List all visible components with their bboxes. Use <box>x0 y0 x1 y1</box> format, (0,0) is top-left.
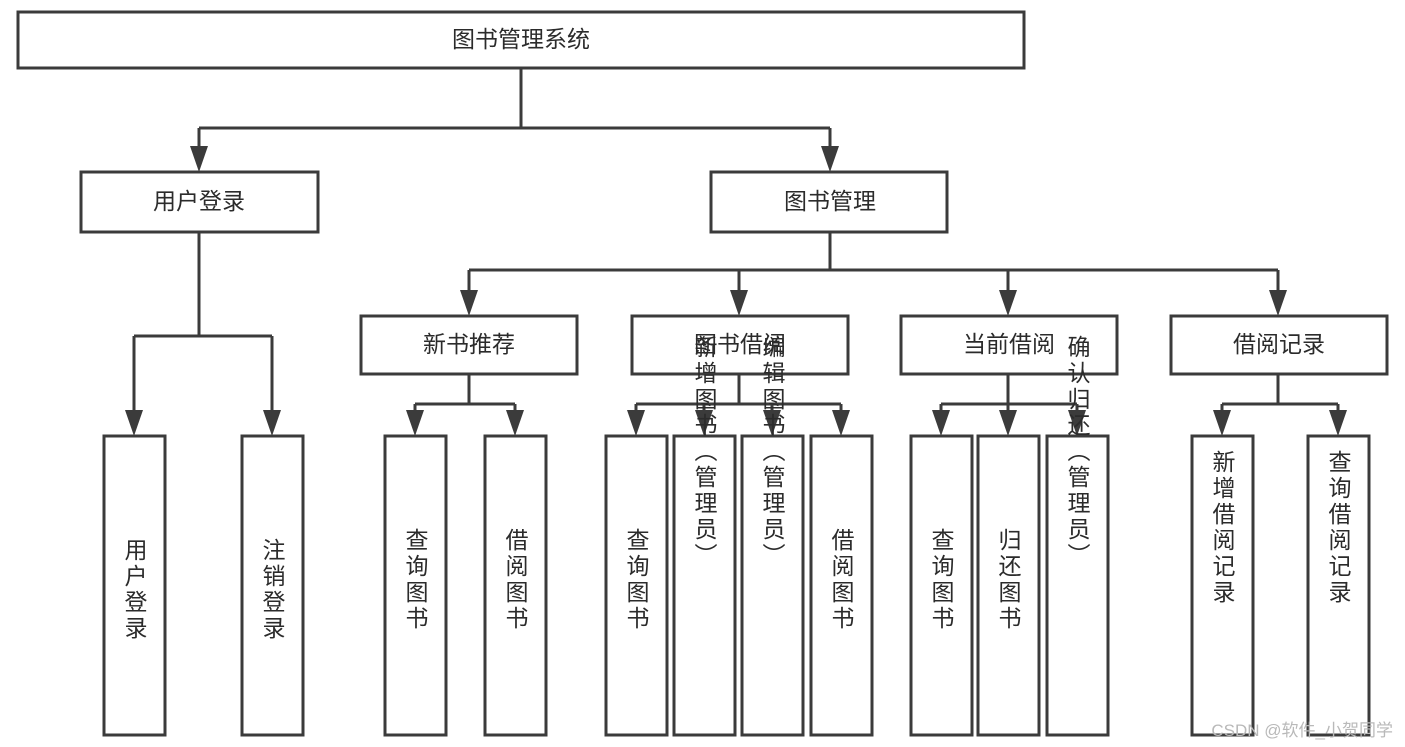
leaf-user-login-logout-label: 注销登录 <box>259 538 286 642</box>
arrow-bookmgmt-c3-icon <box>999 290 1017 316</box>
leaf-record-add-box[interactable] <box>1190 434 1255 737</box>
node-book-borrow-label: 图书借阅 <box>694 331 786 357</box>
arrow-root-to-userlogin-icon <box>190 146 208 172</box>
leaf-borrow-edit[interactable]: 编辑图书（管理员） <box>740 335 805 737</box>
arrow-userlogin-l1-icon <box>125 410 143 436</box>
leaf-current-return[interactable]: 归还图书 <box>976 434 1041 737</box>
arrow-bookmgmt-c4-icon <box>1269 290 1287 316</box>
edge-group-borrow <box>627 374 850 436</box>
leaf-current-query[interactable]: 查询图书 <box>909 434 974 737</box>
leaf-new-book-borrow-box[interactable] <box>483 434 548 737</box>
node-book-borrow-box[interactable] <box>630 314 850 376</box>
leaf-new-book-borrow-label: 借阅图书 <box>502 528 529 632</box>
edge-group-userlogin <box>125 232 281 436</box>
node-user-login[interactable]: 用户登录 <box>79 170 320 234</box>
edge-group-record <box>1213 374 1347 436</box>
node-root-box[interactable] <box>16 10 1026 70</box>
leaf-borrow-query-box[interactable] <box>604 434 669 737</box>
arrow-root-to-bookmgmt-icon <box>821 146 839 172</box>
leaf-current-confirm-return-box[interactable] <box>1045 434 1110 737</box>
leaf-current-confirm-return-label: 确认归还（管理员） <box>1064 335 1091 569</box>
leaf-current-confirm-return[interactable]: 确认归还（管理员） <box>1045 335 1110 737</box>
leaf-new-book-query[interactable]: 查询图书 <box>383 434 448 737</box>
leaf-current-query-label: 查询图书 <box>928 528 955 632</box>
leaf-record-query[interactable]: 查询借阅记录 <box>1306 434 1371 737</box>
leaf-current-return-box[interactable] <box>976 434 1041 737</box>
leaf-user-login-login-label: 用户登录 <box>121 538 148 642</box>
edge-group-root <box>190 68 839 172</box>
node-new-book-recommend-box[interactable] <box>359 314 579 376</box>
node-borrow-record-label: 借阅记录 <box>1233 331 1325 357</box>
leaf-user-login-logout-box[interactable] <box>240 434 305 737</box>
arrow-bookmgmt-c1-icon <box>460 290 478 316</box>
leaf-user-login-login[interactable]: 用户登录 <box>102 434 167 737</box>
node-user-login-label: 用户登录 <box>153 188 245 214</box>
node-borrow-record-box[interactable] <box>1169 314 1389 376</box>
leaf-current-query-box[interactable] <box>909 434 974 737</box>
leaf-record-add-label: 新增借阅记录 <box>1209 450 1236 606</box>
node-new-book-recommend-label: 新书推荐 <box>423 331 515 357</box>
arrow-newbook-l2-icon <box>506 410 524 436</box>
leaf-user-login-login-box[interactable] <box>102 434 167 737</box>
leaf-new-book-query-box[interactable] <box>383 434 448 737</box>
leaf-new-book-query-label: 查询图书 <box>402 528 429 632</box>
leaf-borrow-add-box[interactable] <box>672 434 737 737</box>
node-root[interactable]: 图书管理系统 <box>16 10 1026 70</box>
leaf-borrow-borrow-box[interactable] <box>809 434 874 737</box>
arrow-current-l1-icon <box>932 410 950 436</box>
arrow-borrow-l2-icon <box>695 410 713 436</box>
leaf-borrow-query[interactable]: 查询图书 <box>604 434 669 737</box>
node-root-label: 图书管理系统 <box>452 26 590 52</box>
arrow-userlogin-l2-icon <box>263 410 281 436</box>
node-book-management-box[interactable] <box>709 170 949 234</box>
leaf-borrow-borrow-label: 借阅图书 <box>828 528 855 632</box>
arrow-borrow-l3-icon <box>763 410 781 436</box>
arrow-record-l1-icon <box>1213 410 1231 436</box>
leaf-borrow-query-label: 查询图书 <box>623 528 650 632</box>
node-new-book-recommend[interactable]: 新书推荐 <box>359 314 579 376</box>
node-book-management[interactable]: 图书管理 <box>709 170 949 234</box>
arrow-newbook-l1-icon <box>406 410 424 436</box>
arrow-bookmgmt-c2-icon <box>730 290 748 316</box>
arrow-current-l3-icon <box>1068 410 1086 436</box>
leaf-borrow-edit-box[interactable] <box>740 434 805 737</box>
edge-group-newbook <box>406 374 524 436</box>
edge-group-current <box>932 374 1086 436</box>
leaf-current-return-label: 归还图书 <box>995 528 1022 632</box>
node-current-borrow[interactable]: 当前借阅 <box>899 314 1119 376</box>
leaf-borrow-add-label: 新增图书（管理员） <box>691 335 718 569</box>
arrow-borrow-l1-icon <box>627 410 645 436</box>
node-book-borrow[interactable]: 图书借阅 <box>630 314 850 376</box>
leaf-record-add[interactable]: 新增借阅记录 <box>1190 434 1255 737</box>
leaf-new-book-borrow[interactable]: 借阅图书 <box>483 434 548 737</box>
leaf-borrow-add[interactable]: 新增图书（管理员） <box>672 335 737 737</box>
leaf-borrow-borrow[interactable]: 借阅图书 <box>809 434 874 737</box>
arrow-record-l2-icon <box>1329 410 1347 436</box>
leaf-record-query-label: 查询借阅记录 <box>1325 450 1352 606</box>
edge-group-bookmgmt <box>460 232 1287 316</box>
node-user-login-box[interactable] <box>79 170 320 234</box>
node-current-borrow-box[interactable] <box>899 314 1119 376</box>
node-current-borrow-label: 当前借阅 <box>963 331 1055 357</box>
arrow-borrow-l4-icon <box>832 410 850 436</box>
arrow-current-l2-icon <box>999 410 1017 436</box>
node-book-management-label: 图书管理 <box>784 188 876 214</box>
leaf-user-login-logout[interactable]: 注销登录 <box>240 434 305 737</box>
leaf-borrow-edit-label: 编辑图书（管理员） <box>759 335 786 569</box>
leaf-record-query-box[interactable] <box>1306 434 1371 737</box>
node-borrow-record[interactable]: 借阅记录 <box>1169 314 1389 376</box>
